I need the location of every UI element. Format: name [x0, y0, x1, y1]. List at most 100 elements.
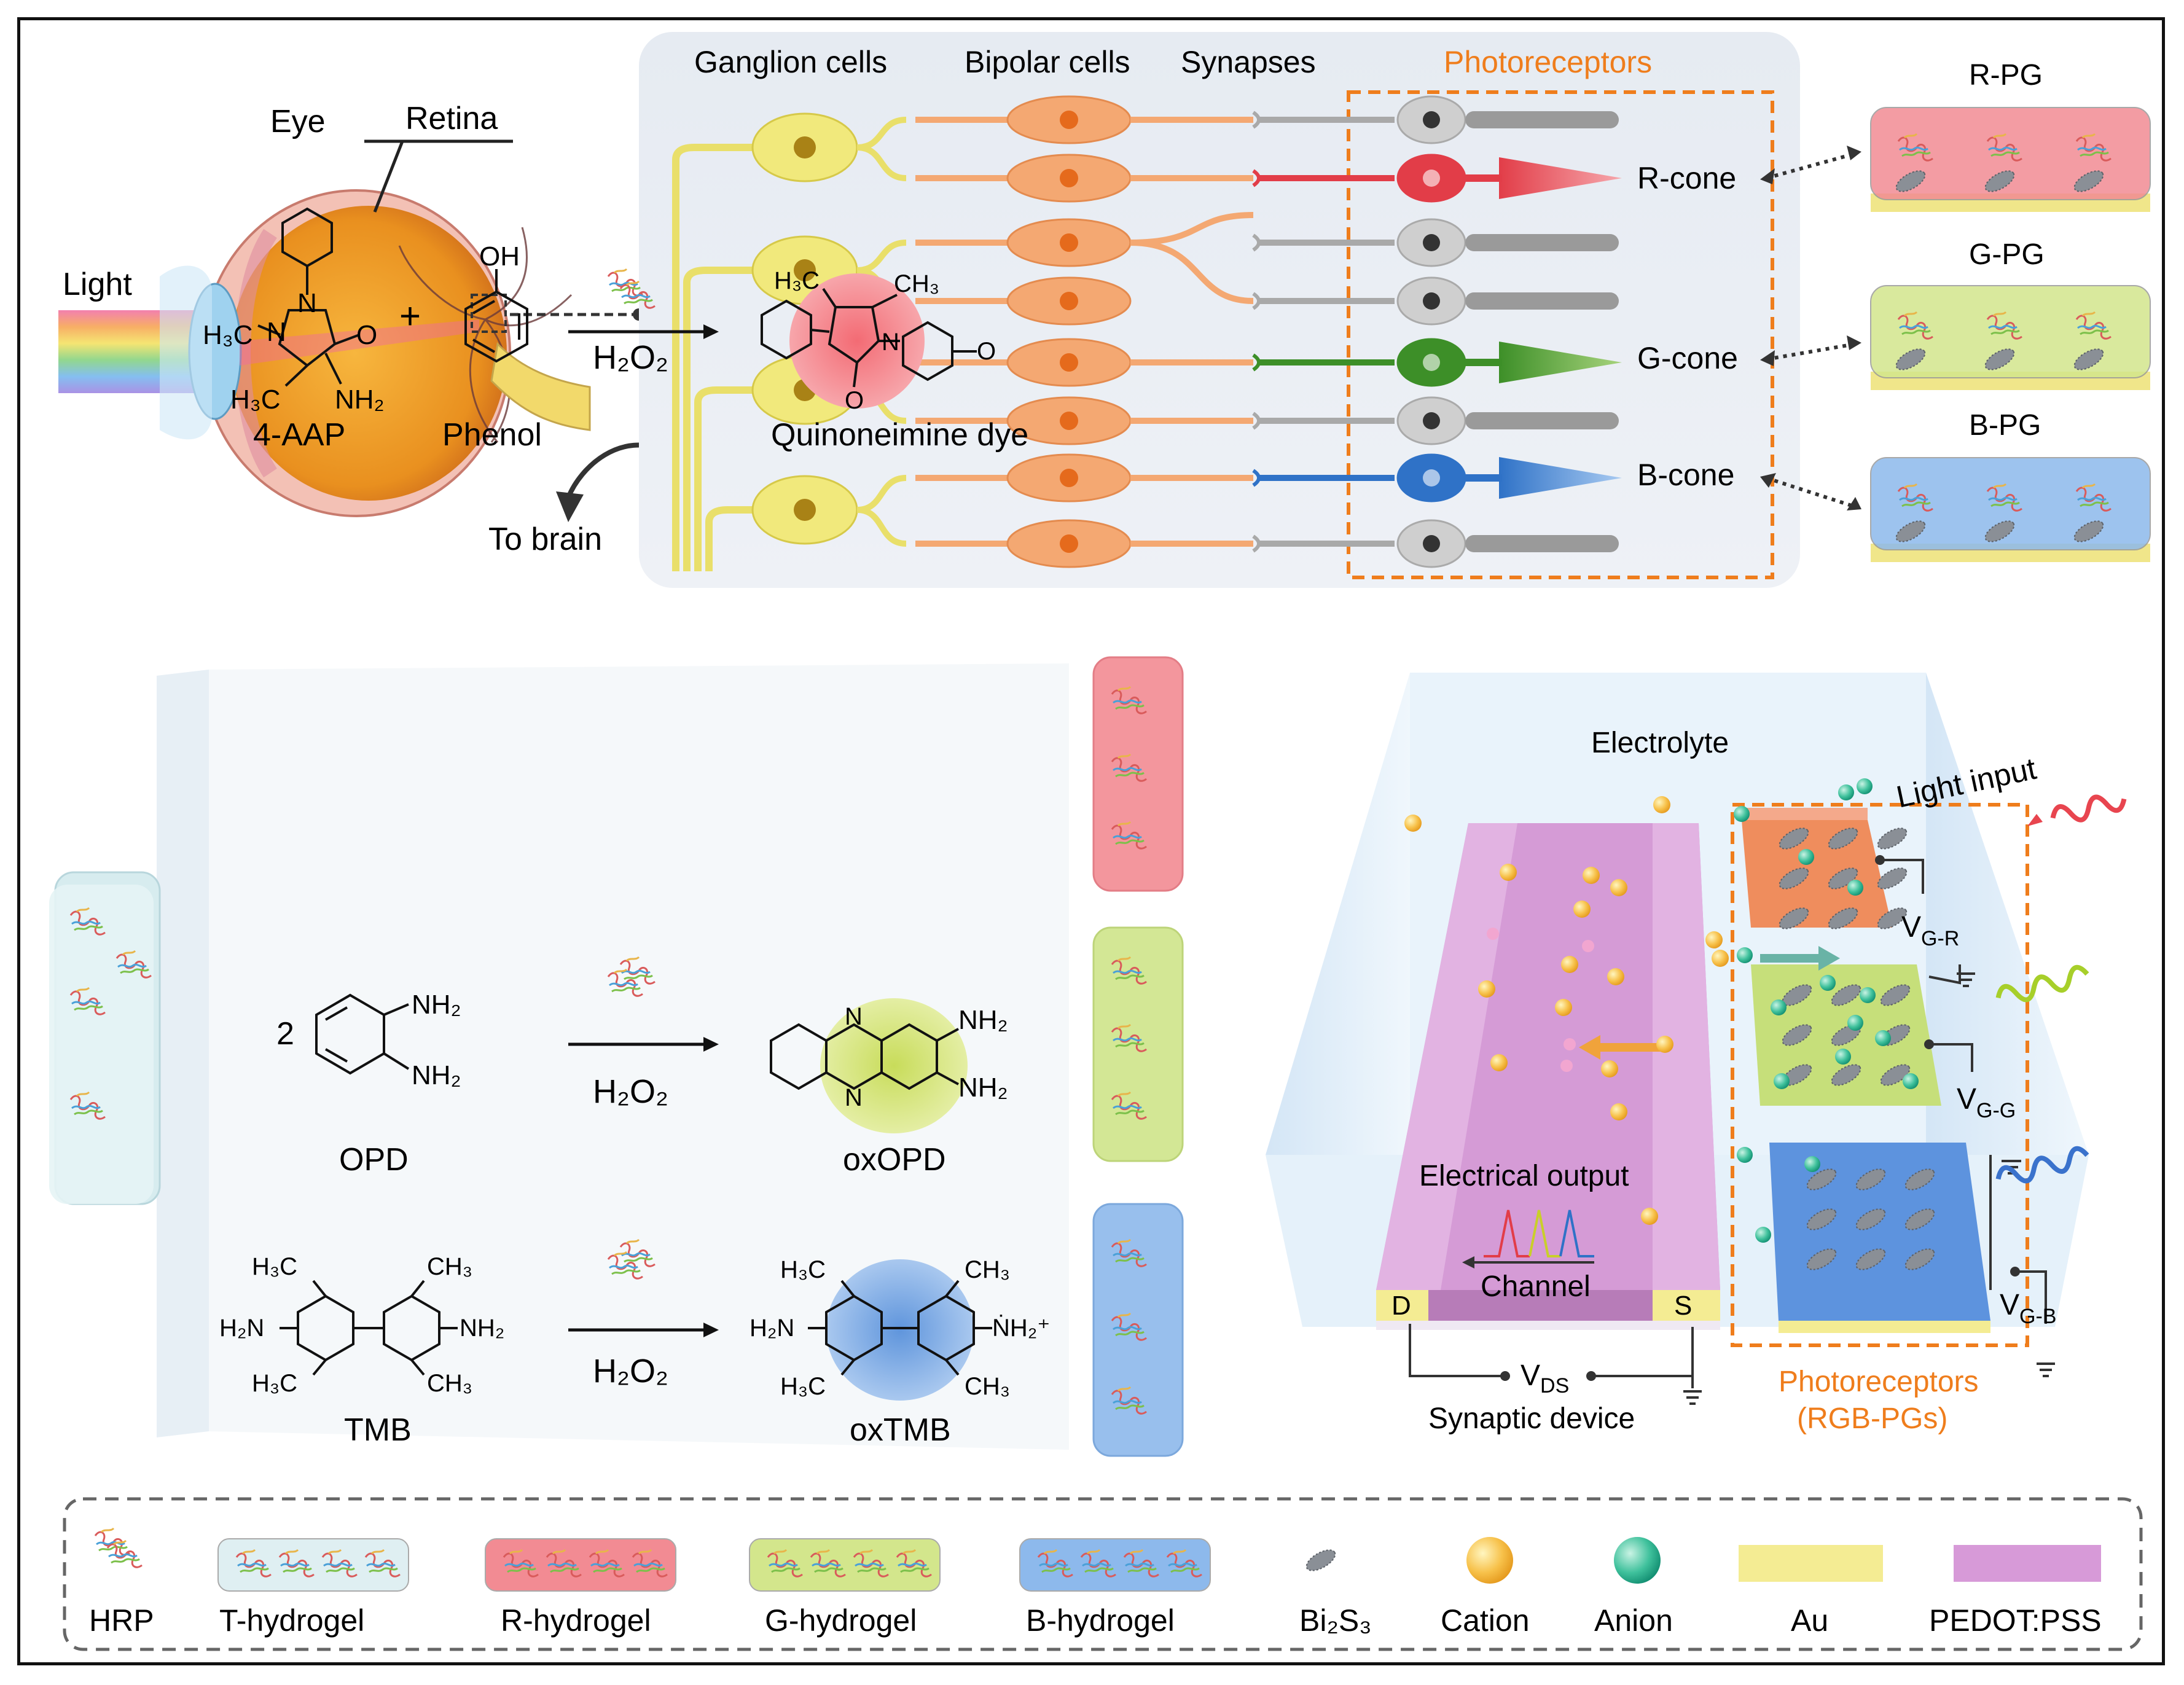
reactions-panel: H₃C N N O H₃C NH₂ 4-AAP + OH Phenol H₂O₂ [49, 207, 1184, 1457]
svg-text:VDS: VDS [1521, 1359, 1569, 1398]
hydrogel-blocks [1092, 656, 1184, 1457]
legend-label-8: Au [1791, 1603, 1828, 1638]
rod-outer-segment [1465, 111, 1619, 128]
rgb-pgs-label: (RGB-PGs) [1797, 1402, 1947, 1435]
quinoneimine-label: Quinoneimine dye [771, 417, 1028, 453]
legend-label-5: Bi₂S₃ [1299, 1603, 1372, 1638]
legend-box [63, 1497, 2143, 1651]
ganglion-dendrite [856, 117, 907, 181]
legend-label-0: HRP [89, 1603, 154, 1638]
device-panel: Electrolyte D S Electrical output Channe… [1266, 673, 2127, 1435]
anion [1835, 1049, 1851, 1065]
reaction-red: H₃C N N O H₃C NH₂ 4-AAP + OH Phenol H₂O₂ [203, 207, 1028, 453]
source-label: S [1674, 1291, 1692, 1321]
electrical-output-label: Electrical output [1419, 1160, 1629, 1192]
vgg-label: V [1957, 1083, 1976, 1116]
anion [1737, 947, 1753, 963]
cation [1653, 796, 1670, 813]
t-hydrogel-block [49, 663, 1069, 1450]
synapse [1252, 412, 1261, 430]
r-gate-block [1742, 820, 1892, 928]
quinone-n: N [882, 329, 899, 356]
oxtmb-label: oxTMB [850, 1412, 951, 1448]
tmb-nh2: NH₂ [460, 1315, 504, 1342]
photoreceptors-dashed-box [1347, 90, 1774, 579]
photoreceptor-nucleus [1423, 234, 1440, 251]
anion [1838, 784, 1854, 800]
light-rays [240, 319, 479, 366]
ganglion-nucleus [794, 259, 816, 281]
svg-text:VG-B: VG-B [2000, 1289, 2056, 1328]
ganglion-cells-label: Ganglion cells [694, 45, 887, 79]
4aap-label: 4-AAP [253, 417, 345, 453]
phenol-label: Phenol [442, 417, 542, 453]
photoreceptor-nucleus [1423, 535, 1440, 552]
oxtmb-ch3-bottom: CH₃ [965, 1373, 1010, 1400]
bi2s3-icon [1302, 1545, 1339, 1576]
pg-devices: R-PG G-PG B-PG [1760, 59, 2151, 562]
retina-label: Retina [405, 101, 498, 136]
cation [1610, 879, 1627, 896]
cation [1573, 901, 1591, 918]
bipolar-nucleus [1060, 169, 1078, 187]
pedot-pss-icon [1954, 1545, 2101, 1582]
channel-label: Channel [1481, 1270, 1591, 1303]
vgb-label: V [2000, 1289, 2019, 1321]
cation-icon [1466, 1537, 1513, 1584]
phenol-structure [464, 269, 528, 363]
cone-stalk [1465, 474, 1502, 482]
g-cone-label: G-cone [1637, 341, 1738, 375]
au-icon [1739, 1545, 1883, 1582]
bipolar-nucleus [1060, 469, 1078, 487]
oxtmb-h3c-top: H₃C [780, 1256, 826, 1283]
4aap-n1: N [267, 317, 286, 347]
quinone-h3c: H₃C [774, 267, 820, 294]
g-pg-label: G-PG [1969, 238, 2045, 271]
reaction-blue: H₃C H₂N H₃C CH₃ NH₂ CH₃ TMB H₂O₂ [219, 1238, 1050, 1448]
b-gate-block [1769, 1143, 1990, 1321]
cation [1490, 1054, 1508, 1071]
tmb-label: TMB [344, 1412, 412, 1448]
svg-text:VG-R: VG-R [1901, 911, 1959, 950]
synapses-label: Synapses [1181, 45, 1316, 79]
photoreceptor-nucleus [1423, 170, 1440, 187]
quinone-o2: O [977, 338, 996, 365]
quinone-ch3: CH₃ [894, 270, 939, 297]
anion [1847, 880, 1863, 896]
cation-small [1487, 928, 1499, 940]
anion [1755, 1227, 1771, 1243]
cation [1712, 950, 1729, 967]
plus-sign: + [399, 295, 421, 337]
light-label: Light [63, 267, 132, 302]
rod-outer-segment [1465, 234, 1619, 251]
vgr-subscript: G-R [1921, 927, 1959, 950]
bipolar-cells-label: Bipolar cells [965, 45, 1130, 79]
cation [1705, 931, 1723, 948]
tmb-structure [280, 1280, 458, 1376]
eye-interior [230, 206, 507, 501]
cation [1601, 1060, 1618, 1077]
g-cone-outer-segment [1499, 342, 1622, 383]
figure-frame [17, 17, 2165, 1665]
oxtmb-h2n: H₂N [750, 1315, 794, 1342]
b-hydrogel-icon [1019, 1538, 1211, 1592]
vgr-label: V [1901, 911, 1921, 944]
anion [1875, 1030, 1891, 1046]
vgg-subscript: G-G [1976, 1099, 2016, 1122]
cation [1555, 999, 1572, 1016]
optic-nerve [490, 342, 591, 431]
cation [1583, 867, 1600, 884]
t-hydrogel-icon [217, 1538, 409, 1592]
eye-label: Eye [270, 104, 326, 139]
anion-icon [1614, 1537, 1661, 1584]
retina-cells [672, 95, 1622, 571]
ganglion-axon [672, 144, 753, 571]
synapse [1252, 111, 1261, 129]
ganglion-dendrite [856, 475, 907, 547]
h2o2-label-3: H₂O₂ [593, 1353, 668, 1390]
phenol-oh: OH [479, 241, 520, 272]
oxopd-glow [820, 998, 968, 1133]
legend-label-9: PEDOT:PSS [1929, 1603, 2102, 1638]
b-pg-label: B-PG [1969, 409, 2041, 442]
